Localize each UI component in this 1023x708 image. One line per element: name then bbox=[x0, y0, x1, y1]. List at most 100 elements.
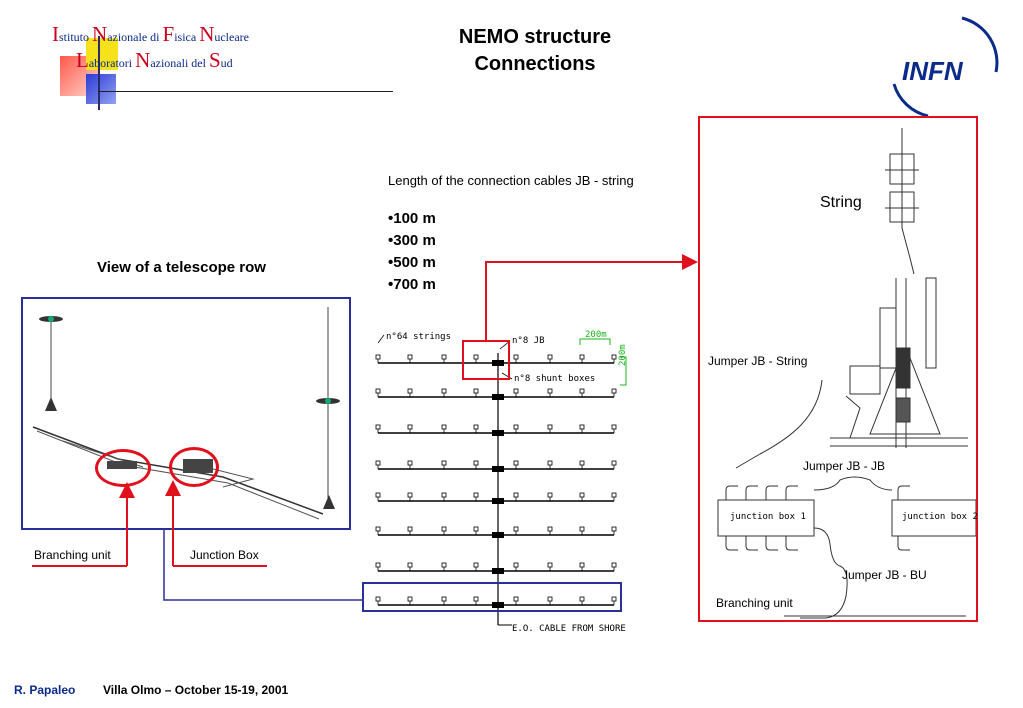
institute-initial: N bbox=[92, 22, 108, 46]
string-node bbox=[611, 526, 617, 532]
footer-author: R. Papaleo bbox=[14, 683, 76, 697]
strings-count-label: n°64 strings bbox=[386, 332, 452, 342]
cable-length-list: •100 m •300 m •500 m •700 m bbox=[388, 208, 436, 296]
string-node bbox=[473, 460, 479, 466]
branching-unit-detail-label: Branching unit bbox=[716, 596, 793, 610]
institute-initial: F bbox=[162, 22, 175, 46]
institute-initial: I bbox=[52, 22, 59, 46]
institute-initial: S bbox=[208, 48, 221, 72]
string-node bbox=[547, 388, 553, 394]
string-node bbox=[375, 388, 381, 394]
bottom-row-highlight bbox=[362, 582, 622, 612]
page-title: NEMO structure Connections bbox=[458, 26, 612, 75]
string-node bbox=[611, 388, 617, 394]
string-node bbox=[547, 424, 553, 430]
string-node bbox=[547, 460, 553, 466]
institute-word: ud bbox=[220, 56, 233, 70]
string-node bbox=[579, 562, 585, 568]
string-node bbox=[407, 388, 413, 394]
length-item: •500 m bbox=[388, 254, 436, 271]
junction-box-label: Junction Box bbox=[190, 548, 259, 562]
string-node bbox=[441, 460, 447, 466]
string-node bbox=[579, 424, 585, 430]
string-node bbox=[375, 354, 381, 360]
infn-logo: INFN bbox=[884, 12, 1004, 120]
junction-box-node bbox=[492, 498, 504, 504]
string-node bbox=[547, 354, 553, 360]
string-node bbox=[579, 526, 585, 532]
string-node bbox=[513, 492, 519, 498]
string-node bbox=[407, 460, 413, 466]
infn-logo-text: INFN bbox=[902, 56, 963, 86]
string-node bbox=[407, 562, 413, 568]
string-node bbox=[375, 424, 381, 430]
string-node bbox=[579, 492, 585, 498]
spacing-v-label: 200m bbox=[618, 344, 628, 366]
footer-event: Villa Olmo – October 15-19, 2001 bbox=[103, 683, 289, 697]
junction-box-1-label: junction box 1 bbox=[730, 512, 806, 522]
string-node bbox=[473, 562, 479, 568]
institute-initial: N bbox=[135, 48, 151, 72]
string-node bbox=[513, 354, 519, 360]
junction-box-2-label: junction box 2 bbox=[902, 512, 978, 522]
junction-box-node bbox=[492, 360, 504, 366]
string-node bbox=[375, 460, 381, 466]
header-rule bbox=[98, 91, 393, 92]
junction-box-node bbox=[492, 430, 504, 436]
string-node bbox=[473, 492, 479, 498]
string-node bbox=[611, 492, 617, 498]
string-node bbox=[375, 492, 381, 498]
junction-box-node bbox=[492, 532, 504, 538]
string-node bbox=[407, 354, 413, 360]
string-node bbox=[579, 388, 585, 394]
jumper-jb-bu-label: Jumper JB - BU bbox=[842, 568, 927, 582]
institute-word: aboratori bbox=[88, 56, 136, 70]
string-node bbox=[473, 388, 479, 394]
string-node bbox=[441, 526, 447, 532]
string-node bbox=[407, 492, 413, 498]
institute-line-2: Laboratori Nazionali del Sud bbox=[76, 48, 233, 73]
string-node bbox=[441, 388, 447, 394]
string-node bbox=[611, 562, 617, 568]
institute-line-1: Istituto Nazionale di Fisica Nucleare bbox=[52, 22, 249, 47]
string-node bbox=[441, 562, 447, 568]
string-node bbox=[441, 354, 447, 360]
string-node bbox=[547, 526, 553, 532]
string-node bbox=[513, 460, 519, 466]
shore-cable-label: E.O. CABLE FROM SHORE bbox=[512, 624, 626, 634]
institute-word: azionale di bbox=[107, 30, 163, 44]
length-item: •700 m bbox=[388, 276, 436, 293]
length-item: •300 m bbox=[388, 232, 436, 249]
jb-highlight-box bbox=[462, 340, 510, 380]
junction-box-node bbox=[492, 602, 504, 608]
institute-word: ucleare bbox=[214, 30, 249, 44]
logo-decoration bbox=[58, 36, 148, 110]
junction-box-node bbox=[492, 568, 504, 574]
string-node bbox=[407, 424, 413, 430]
length-item: •100 m bbox=[388, 210, 436, 227]
string-node bbox=[441, 492, 447, 498]
branching-unit-label: Branching unit bbox=[34, 548, 111, 562]
string-node bbox=[513, 388, 519, 394]
institute-initial: L bbox=[76, 48, 89, 72]
institute-word: stituto bbox=[59, 30, 93, 44]
telescope-row-view bbox=[21, 297, 351, 530]
telescope-row-heading: View of a telescope row bbox=[97, 259, 266, 276]
string-node bbox=[473, 424, 479, 430]
junction-box-node bbox=[492, 466, 504, 472]
string-node bbox=[407, 526, 413, 532]
shunt-count-label: n°8 shunt boxes bbox=[514, 374, 596, 384]
string-label: String bbox=[820, 194, 862, 211]
string-node bbox=[473, 526, 479, 532]
junction-box-circle bbox=[169, 447, 219, 487]
string-node bbox=[441, 424, 447, 430]
string-node bbox=[547, 562, 553, 568]
string-node bbox=[375, 526, 381, 532]
jumper-jb-jb-label: Jumper JB - JB bbox=[803, 459, 886, 473]
detail-panel bbox=[698, 116, 978, 622]
string-node bbox=[513, 526, 519, 532]
string-node bbox=[611, 424, 617, 430]
string-node bbox=[579, 460, 585, 466]
spacing-h-label: 200m bbox=[585, 330, 607, 340]
institute-initial: N bbox=[199, 22, 215, 46]
